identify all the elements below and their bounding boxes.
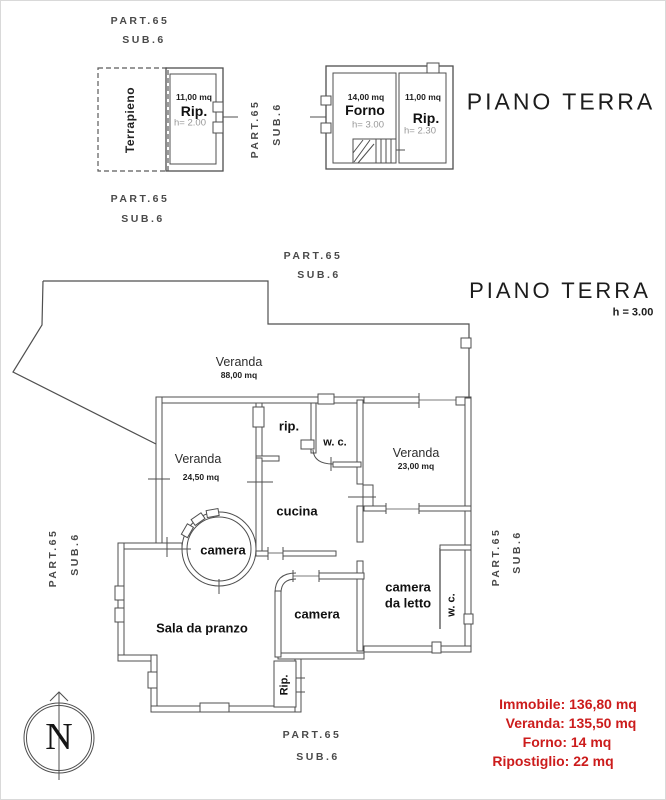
summary-forno: Forno: 14 mq xyxy=(522,734,612,750)
floor-title-main: PIANO TERRA xyxy=(469,278,651,303)
forno-height: h= 3.00 xyxy=(352,119,384,131)
veranda-top-name: Veranda xyxy=(215,354,263,369)
summary-ripostiglio: Ripostiglio: 22 mq xyxy=(492,753,614,769)
room-camera-mid: camera xyxy=(294,606,340,622)
terrapieno-label: Terrapieno xyxy=(123,86,137,154)
room-camera-letto-line1: camera xyxy=(385,579,431,595)
storage-right-area: 11,00 mq xyxy=(405,91,441,102)
window-tabs xyxy=(114,337,474,713)
compass-rose xyxy=(23,691,95,780)
cadastral-label-part: PART.65 xyxy=(110,192,170,205)
cadastral-label-sub: SUB.6 xyxy=(296,750,340,763)
cadastral-label-part: PART.65 xyxy=(248,99,261,159)
floor-height-note: h = 3.00 xyxy=(612,306,654,319)
cadastral-label-sub: SUB.6 xyxy=(68,532,81,576)
room-wc-top: w. c. xyxy=(323,436,347,449)
storage-left-height: h= 2.00 xyxy=(174,117,206,129)
veranda-left-name: Veranda xyxy=(174,451,222,466)
room-rip-small: rip. xyxy=(278,418,300,434)
veranda-top-area: 88,00 mq xyxy=(220,369,258,380)
round-room xyxy=(174,507,257,594)
cadastral-label-part: PART.65 xyxy=(489,527,502,587)
storage-right-height: h= 2.30 xyxy=(404,125,436,137)
cadastral-label-part: PART.65 xyxy=(282,728,342,741)
room-cucina: cucina xyxy=(276,503,318,519)
veranda-left-area: 24,50 mq xyxy=(182,471,220,482)
room-sala: Sala da pranzo xyxy=(156,620,248,636)
north-letter: N xyxy=(45,716,73,758)
cadastral-label-part: PART.65 xyxy=(110,14,170,27)
main-plan-outline xyxy=(12,280,470,445)
cadastral-label-sub: SUB.6 xyxy=(510,530,523,574)
summary-immobile: Immobile: 136,80 mq xyxy=(499,696,637,712)
cadastral-label-part: PART.65 xyxy=(283,249,343,262)
room-wc-right: w. c. xyxy=(445,593,458,617)
summary-veranda: Veranda: 135,50 mq xyxy=(505,715,637,731)
annex-terrapieno-outline xyxy=(97,67,238,172)
forno-area: 14,00 mq xyxy=(347,91,385,102)
room-camera-round: camera xyxy=(200,542,246,558)
cadastral-label-sub: SUB.6 xyxy=(122,33,166,46)
storage-right-name: Rip. xyxy=(412,110,440,126)
forno-name: Forno xyxy=(345,102,385,118)
tick-marks xyxy=(148,393,420,693)
cadastral-label-sub: SUB.6 xyxy=(297,268,341,281)
storage-left-name: Rip. xyxy=(180,103,208,119)
cadastral-label-sub: SUB.6 xyxy=(270,102,283,146)
stairs xyxy=(352,138,405,164)
room-camera-letto-line2: da letto xyxy=(384,595,432,611)
veranda-right-area: 23,00 mq xyxy=(397,460,435,471)
cadastral-label-sub: SUB.6 xyxy=(121,212,165,225)
cadastral-label-part: PART.65 xyxy=(46,528,59,588)
room-rip-bottom: Rip. xyxy=(278,674,291,696)
building-walls xyxy=(117,393,472,713)
annex-forno-outline xyxy=(310,62,454,170)
storage-left-area: 11,00 mq xyxy=(176,91,212,102)
veranda-right-name: Veranda xyxy=(392,445,440,460)
floor-title-annex: PIANO TERRA xyxy=(466,88,656,115)
